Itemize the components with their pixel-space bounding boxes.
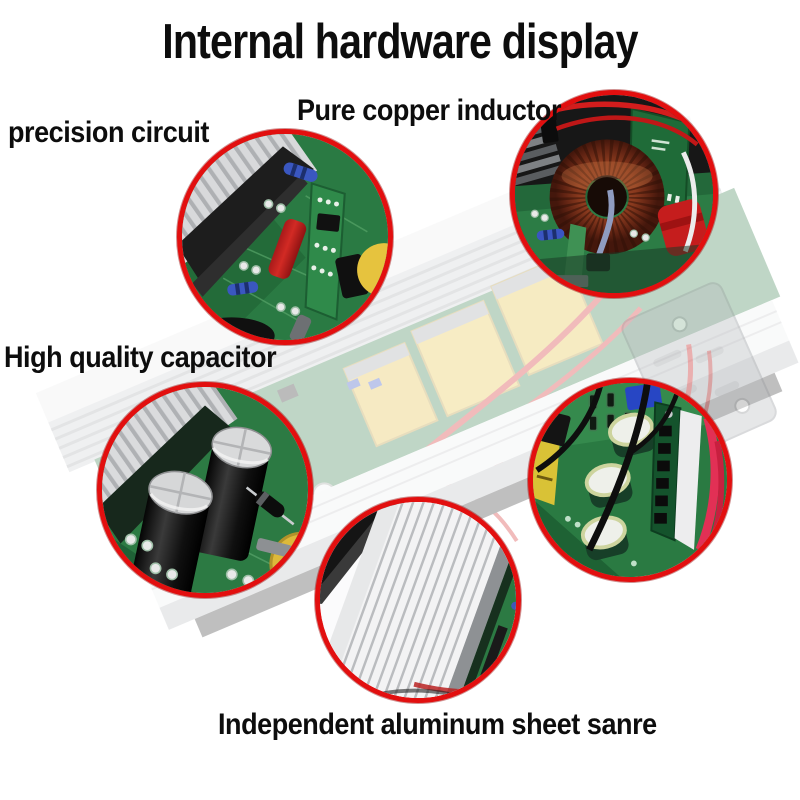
capacitor-icon	[129, 470, 213, 593]
callout-circle-precision-circuit	[177, 129, 393, 345]
white-wire-icon	[681, 151, 698, 253]
label-aluminum-sheet: Independent aluminum sheet sanre	[218, 708, 657, 741]
blue-resistor-icon	[283, 162, 318, 182]
label-high-quality-capacitor: High quality capacitor	[4, 341, 277, 374]
board-detail-photo	[533, 383, 727, 577]
white-band-icon	[674, 410, 702, 550]
aluminum-sheet-photo	[320, 502, 516, 698]
callout-circle-aluminum-sheet	[315, 497, 521, 703]
capacitor-icon	[191, 426, 273, 561]
label-copper-inductor: Pure copper inductor	[297, 94, 562, 127]
daughterboard-icon	[304, 182, 346, 321]
capacitor-photo	[102, 387, 308, 593]
red-capacitor-icon	[268, 219, 307, 279]
page-title: Internal hardware display	[162, 15, 638, 69]
black-wires-icon	[535, 383, 681, 552]
transformer-graphic	[342, 254, 604, 448]
diode-icon	[245, 486, 295, 526]
callout-circle-capacitor	[97, 382, 313, 598]
callout-circle-board-detail	[528, 378, 732, 582]
label-precision-circuit: precision circuit	[8, 116, 209, 149]
blue-resistor-icon	[227, 281, 259, 296]
precision-circuit-photo	[182, 134, 388, 340]
